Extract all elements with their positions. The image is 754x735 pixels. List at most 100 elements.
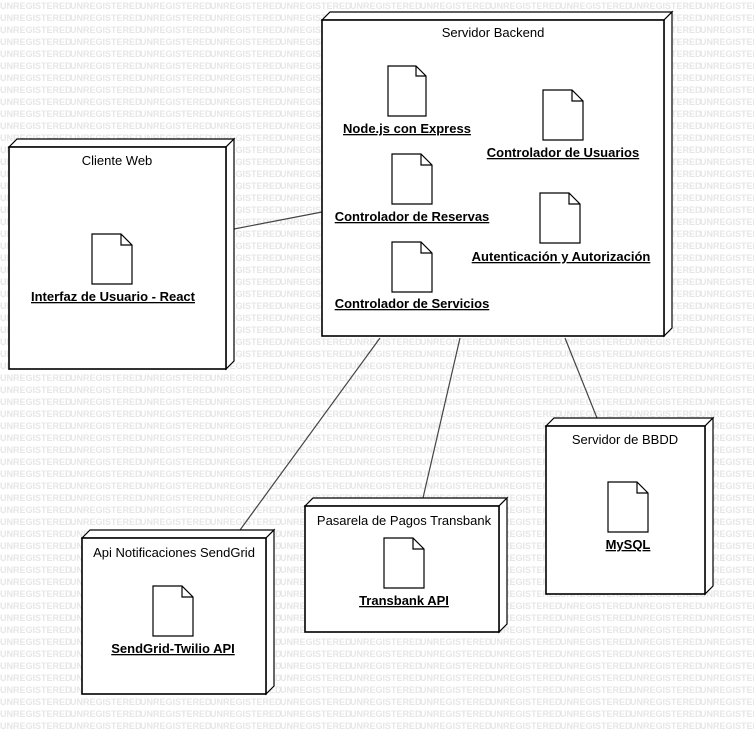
watermark-text: UNREGISTERED	[420, 481, 492, 491]
watermark-text: UNREGISTERED	[0, 133, 72, 143]
watermark-text: UNREGISTERED	[350, 649, 422, 659]
watermark-text: UNREGISTERED	[280, 325, 352, 335]
watermark-text: UNREGISTERED	[700, 361, 754, 371]
watermark-text: UNREGISTERED	[280, 25, 352, 35]
watermark-text: UNREGISTERED	[700, 565, 754, 575]
watermark-text: UNREGISTERED	[490, 541, 562, 551]
watermark-text: UNREGISTERED	[700, 493, 754, 503]
watermark-text: UNREGISTERED	[350, 673, 422, 683]
watermark-text: UNREGISTERED	[490, 577, 562, 587]
component-sendgrid-api[interactable]: SendGrid-Twilio API	[111, 585, 235, 656]
component-nodejs[interactable]: Node.js con Express	[343, 65, 471, 136]
component-user-controller[interactable]: Controlador de Usuarios	[487, 89, 639, 160]
watermark-text: UNREGISTERED	[700, 421, 754, 431]
watermark-text: UNREGISTERED	[210, 289, 282, 299]
watermark-text: UNREGISTERED	[490, 409, 562, 419]
component-label: MySQL	[606, 537, 651, 552]
watermark-text: UNREGISTERED	[140, 373, 212, 383]
watermark-text: UNREGISTERED	[490, 493, 562, 503]
watermark-text: UNREGISTERED	[210, 205, 282, 215]
watermark-text: UNREGISTERED	[0, 709, 72, 719]
watermark-text: UNREGISTERED	[700, 577, 754, 587]
watermark-text: UNREGISTERED	[350, 337, 422, 347]
watermark-text: UNREGISTERED	[490, 421, 562, 431]
watermark-text: UNREGISTERED	[280, 133, 352, 143]
watermark-text: UNREGISTERED	[630, 385, 702, 395]
watermark-text: UNREGISTERED	[560, 349, 632, 359]
watermark-text: UNREGISTERED	[700, 529, 754, 539]
watermark-text: UNREGISTERED	[630, 337, 702, 347]
watermark-text: UNREGISTERED	[420, 445, 492, 455]
watermark-text: UNREGISTERED	[700, 625, 754, 635]
component-transbank-api[interactable]: Transbank API	[359, 537, 449, 608]
watermark-text: UNREGISTERED	[0, 457, 72, 467]
watermark-text: UNREGISTERED	[350, 469, 422, 479]
watermark-text: UNREGISTERED	[630, 721, 702, 731]
watermark-text: UNREGISTERED	[280, 97, 352, 107]
watermark-text: UNREGISTERED	[420, 1, 492, 11]
watermark-text: UNREGISTERED	[560, 721, 632, 731]
watermark-text: UNREGISTERED	[420, 421, 492, 431]
node-payment[interactable]: Pasarela de Pagos Transbank Transbank AP…	[303, 496, 509, 634]
watermark-text: UNREGISTERED	[280, 313, 352, 323]
component-mysql[interactable]: MySQL	[606, 481, 651, 552]
component-services-controller[interactable]: Controlador de Servicios	[335, 241, 490, 311]
edge-backend-payment	[422, 337, 461, 499]
watermark-text: UNREGISTERED	[70, 13, 142, 23]
watermark-text: UNREGISTERED	[140, 121, 212, 131]
watermark-text: UNREGISTERED	[560, 1, 632, 11]
watermark-text: UNREGISTERED	[490, 505, 562, 515]
watermark-text: UNREGISTERED	[70, 445, 142, 455]
watermark-text: UNREGISTERED	[700, 613, 754, 623]
watermark-text: UNREGISTERED	[350, 397, 422, 407]
watermark-text: UNREGISTERED	[420, 469, 492, 479]
watermark-text: UNREGISTERED	[700, 541, 754, 551]
watermark-text: UNREGISTERED	[280, 709, 352, 719]
node-db[interactable]: Servidor de BBDD MySQL	[544, 416, 715, 596]
watermark-text: UNREGISTERED	[560, 685, 632, 695]
watermark-text: UNREGISTERED	[280, 277, 352, 287]
watermark-text: UNREGISTERED	[280, 37, 352, 47]
component-label: Controlador de Reservas	[335, 209, 490, 224]
watermark-text: UNREGISTERED	[700, 121, 754, 131]
component-booking-controller[interactable]: Controlador de Reservas	[335, 153, 490, 224]
watermark-text: UNREGISTERED	[0, 37, 72, 47]
watermark-text: UNREGISTERED	[700, 589, 754, 599]
watermark-text: UNREGISTERED	[210, 697, 282, 707]
watermark-text: UNREGISTERED	[210, 241, 282, 251]
watermark-text: UNREGISTERED	[0, 529, 72, 539]
watermark-text: UNREGISTERED	[70, 709, 142, 719]
watermark-text: UNREGISTERED	[0, 121, 72, 131]
component-label: Transbank API	[359, 593, 449, 608]
watermark-text: UNREGISTERED	[630, 373, 702, 383]
watermark-text: UNREGISTERED	[700, 637, 754, 647]
watermark-text: UNREGISTERED	[280, 697, 352, 707]
node-client[interactable]: Cliente Web Interfaz de Usuario - React	[7, 137, 236, 371]
watermark-text: UNREGISTERED	[280, 193, 352, 203]
watermark-text: UNREGISTERED	[0, 109, 72, 119]
document-icon	[91, 233, 133, 285]
watermark-text: UNREGISTERED	[350, 373, 422, 383]
watermark-text: UNREGISTERED	[70, 121, 142, 131]
component-auth[interactable]: Autenticación y Autorización	[472, 192, 651, 264]
node-backend[interactable]: Servidor Backend Node.js con Express Con…	[320, 10, 674, 338]
watermark-text: UNREGISTERED	[490, 565, 562, 575]
watermark-text: UNREGISTERED	[420, 337, 492, 347]
watermark-text: UNREGISTERED	[0, 421, 72, 431]
watermark-text: UNREGISTERED	[350, 721, 422, 731]
watermark-text: UNREGISTERED	[700, 349, 754, 359]
watermark-text: UNREGISTERED	[490, 397, 562, 407]
watermark-text: UNREGISTERED	[420, 361, 492, 371]
component-label: Node.js con Express	[343, 121, 471, 136]
watermark-text: UNREGISTERED	[140, 1, 212, 11]
watermark-text: UNREGISTERED	[210, 37, 282, 47]
watermark-text: UNREGISTERED	[280, 157, 352, 167]
watermark-text: UNREGISTERED	[0, 445, 72, 455]
node-notify[interactable]: Api Notificaciones SendGrid SendGrid-Twi…	[80, 528, 276, 696]
watermark-text: UNREGISTERED	[700, 289, 754, 299]
node-db-title: Servidor de BBDD	[572, 432, 678, 447]
component-react-ui[interactable]: Interfaz de Usuario - React	[31, 233, 196, 304]
component-label: SendGrid-Twilio API	[111, 641, 235, 656]
watermark-text: UNREGISTERED	[700, 433, 754, 443]
watermark-text: UNREGISTERED	[630, 697, 702, 707]
